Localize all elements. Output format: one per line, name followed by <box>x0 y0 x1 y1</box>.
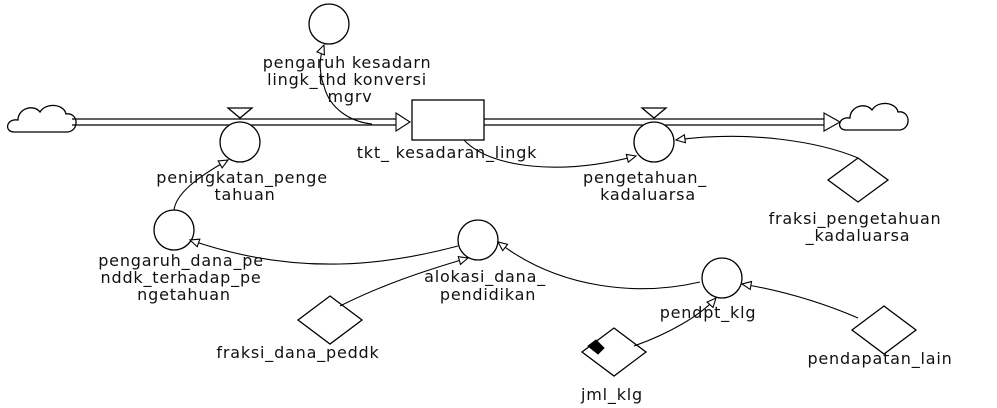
label-fraksi-pengetahuan: fraksi_pengetahuan _kadaluarsa <box>769 209 948 246</box>
label-pengaruh-kesadaran: pengaruh kesadarn lingk_thd konversi mgr… <box>263 53 438 106</box>
label-inflow: peningkatan_penge tahuan <box>156 168 334 204</box>
label-pengaruh-dana: pengaruh_dana_pe nddk_terhadap_pe ngetah… <box>98 251 270 304</box>
link-pendpt-to-alokasi <box>496 241 701 290</box>
jml-klg-marker-icon <box>587 339 605 355</box>
outflow-valve-icon <box>640 107 668 119</box>
label-stock: tkt_ kesadaran_lingk <box>357 143 538 163</box>
sink-cloud-icon <box>839 102 909 131</box>
link-fraksi-dana-to-alokasi <box>339 256 470 307</box>
link-pendapatan-lain-to-pendpt <box>740 280 859 319</box>
label-jml-klg: jml_klg <box>580 385 643 405</box>
const-fraksi-pengetahuan[interactable] <box>826 157 890 203</box>
aux-pengaruh-kesadaran[interactable] <box>308 3 350 45</box>
const-pendapatan-lain[interactable] <box>850 305 918 355</box>
flow-pengetahuan-kadaluarsa[interactable] <box>633 121 675 163</box>
aux-alokasi-dana[interactable] <box>457 219 499 261</box>
inflow-valve-icon <box>226 107 254 119</box>
link-alokasi-to-pengaruh-dana <box>188 238 459 265</box>
inflow-arrow-icon <box>395 111 412 133</box>
aux-pendpt-klg[interactable] <box>701 257 743 299</box>
label-alokasi-dana: alokasi_dana_ pendidikan <box>424 267 552 304</box>
label-outflow: pengetahuan_ kadaluarsa <box>583 168 713 204</box>
link-jml-klg-to-pendpt <box>633 296 717 347</box>
flow-peningkatan-pengetahuan[interactable] <box>219 121 261 163</box>
const-jml-klg[interactable] <box>580 327 648 377</box>
link-stock-to-outflow <box>463 139 638 168</box>
link-pengaruh-dana-to-inflow <box>173 159 230 211</box>
outflow-arrow-icon <box>823 112 842 132</box>
label-pendpt-klg: pendpt_klg <box>660 303 757 323</box>
stock-tkt-kesadaran-lingk[interactable] <box>411 99 485 141</box>
label-pendapatan-lain: pendapatan_lain <box>807 349 952 369</box>
source-cloud-icon <box>7 104 77 133</box>
link-fraksi-to-outflow <box>674 133 859 159</box>
aux-pengaruh-dana[interactable] <box>153 209 195 251</box>
const-fraksi-dana[interactable] <box>296 295 364 345</box>
link-stock-to-pengaruh-kesadaran <box>315 43 373 125</box>
label-fraksi-dana: fraksi_dana_peddk <box>216 343 379 363</box>
